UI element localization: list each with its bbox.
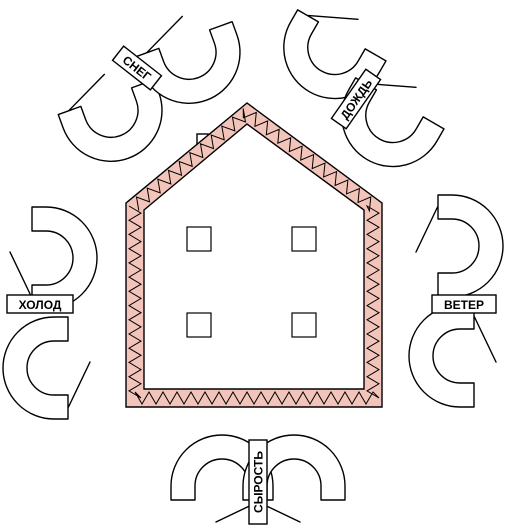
house-icon <box>125 102 383 408</box>
window-top-left <box>186 226 212 252</box>
window-bottom-right <box>291 312 317 338</box>
window-top-right <box>291 226 317 252</box>
rain-arrow-left <box>264 0 398 118</box>
insulation-coil-line <box>128 108 380 405</box>
damp-label-text: СЫРОСТЬ <box>252 451 266 513</box>
wind-arrow-bottom <box>408 304 497 408</box>
cold-label-text: ХОЛОД <box>19 298 62 312</box>
insulation-coils <box>128 108 380 405</box>
wind-arrow-top <box>415 194 504 298</box>
cold-arrow-top <box>9 206 98 310</box>
damp-label: СЫРОСТЬ <box>248 439 268 525</box>
wind-label: ВЕТЕР <box>431 294 497 314</box>
cold-arrow-bottom <box>2 316 91 420</box>
window-bottom-left <box>186 312 212 338</box>
wind-label-text: ВЕТЕР <box>444 298 484 312</box>
cold-label: ХОЛОД <box>6 294 74 314</box>
